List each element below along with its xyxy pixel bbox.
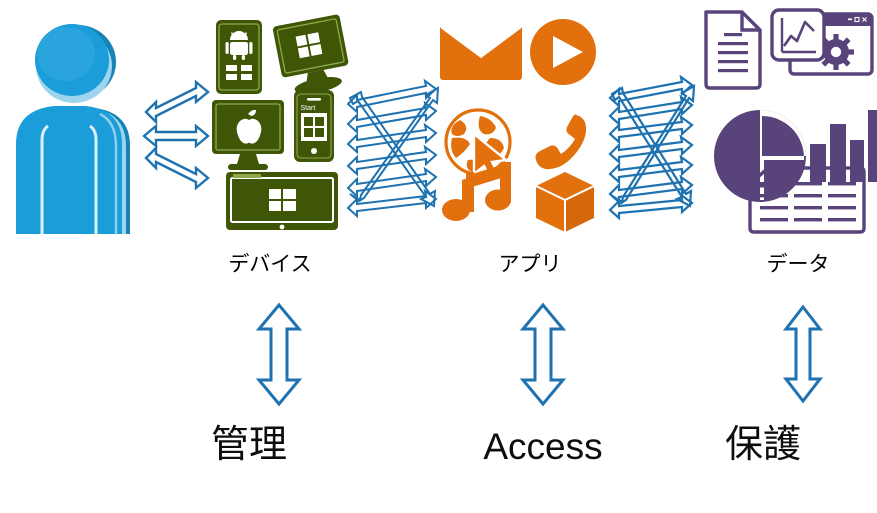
connector-user-to-devices (134, 79, 216, 191)
svg-text:Start: Start (301, 105, 316, 112)
column-label-apps: アプリ (498, 252, 562, 276)
column-label-data: データ (766, 252, 830, 276)
devices-icon-cluster: Start (206, 8, 356, 233)
apps-icon-cluster (432, 10, 596, 232)
connector-devices-to-apps (342, 78, 442, 219)
vertical-arrow-protect (782, 304, 824, 404)
vertical-arrow-manage (254, 302, 304, 407)
user-person-icon (4, 18, 144, 238)
action-label-access: Access (483, 426, 603, 467)
action-label-manage: 管理 (210, 422, 287, 466)
column-label-devices: デバイス (228, 252, 312, 276)
data-icon-cluster (694, 4, 877, 234)
connector-apps-to-data (606, 74, 702, 221)
action-label-protect: 保護 (724, 422, 801, 466)
vertical-arrow-access (518, 302, 568, 407)
